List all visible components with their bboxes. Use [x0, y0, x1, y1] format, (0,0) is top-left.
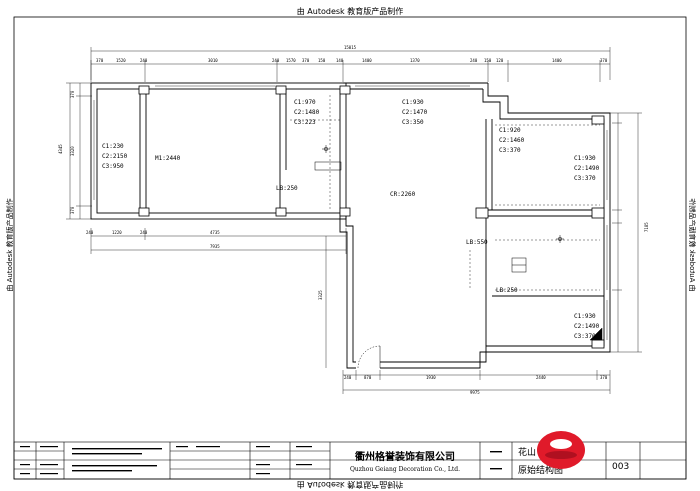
- dim-top-6: 1570: [286, 58, 296, 63]
- dim-top-12: 240: [470, 58, 478, 63]
- dim-left-v3: 370: [70, 206, 75, 214]
- dim-overall-bottom: 9975: [470, 390, 480, 395]
- dim-top-4: 3010: [208, 58, 218, 63]
- room-center-c2: C2:1470: [402, 109, 428, 116]
- dashed-lines: [290, 95, 600, 291]
- dim-bot-3: 1930: [426, 375, 436, 380]
- room-left-c3: C3:950: [102, 163, 124, 170]
- dim-top-7: 370: [302, 58, 310, 63]
- dim-top-14: 120: [496, 58, 504, 63]
- dim-top-10: 1400: [362, 58, 372, 63]
- dim-lb-3: 240: [140, 230, 148, 235]
- dim-side-3325: 3325: [318, 290, 323, 300]
- dim-left-height: 4345: [58, 144, 63, 154]
- dim-overall-top: 15015: [344, 45, 357, 50]
- dim-top-11: 1370: [410, 58, 420, 63]
- dim-lb-1: 240: [86, 230, 94, 235]
- dim-lb-2: 1220: [112, 230, 122, 235]
- dim-top-16: 370: [600, 58, 608, 63]
- room-labels: C1:230 C2:2150 C3:950 M1:2440 C1:970 C2:…: [102, 99, 600, 340]
- room-rb-c2: C2:1490: [574, 323, 600, 330]
- room-left-c1: C1:230: [102, 143, 124, 150]
- walls: [90, 82, 611, 369]
- dim-left-v2: 3320: [70, 146, 75, 156]
- logo-stamp: [537, 431, 585, 469]
- window-marks: [93, 85, 608, 340]
- room-rb-c3: C3:370: [574, 333, 596, 340]
- dimension-lines: [66, 47, 642, 394]
- label-lb-250: LB:250: [276, 185, 298, 192]
- dim-bot-1: 240: [344, 375, 352, 380]
- fixtures: [314, 145, 603, 369]
- dim-top-5: 240: [272, 58, 280, 63]
- dim-bot-2: 870: [364, 375, 372, 380]
- room-rtr-c3: C3:370: [574, 175, 596, 182]
- dim-top-13: 150: [484, 58, 492, 63]
- room-rtr-c1: C1:930: [574, 155, 596, 162]
- pillars: [138, 85, 605, 349]
- label-cr-2260: CR:2260: [390, 191, 416, 198]
- title-block-grid: [13, 441, 687, 480]
- room-mid-c1: C1:970: [294, 99, 316, 106]
- title-block-fine-print: [20, 446, 502, 475]
- company-name-en: Quzhou Geiang Decoration Co., Ltd.: [350, 466, 460, 473]
- sheet-number: 003: [612, 462, 629, 472]
- dim-top-2: 1520: [116, 58, 126, 63]
- dim-upper-left-width: 7935: [210, 244, 220, 249]
- dim-top-1: 370: [96, 58, 104, 63]
- company-name-cn: 衢州格誉装饰有限公司: [355, 450, 455, 463]
- dim-bot-4: 2440: [536, 375, 546, 380]
- dimension-texts: 15015 370 1520 240 3010 240 1570 370 150…: [58, 45, 649, 395]
- room-m1: M1:2440: [155, 155, 181, 162]
- dim-top-8: 150: [318, 58, 326, 63]
- room-rtl-c1: C1:920: [499, 127, 521, 134]
- dim-bot-5: 370: [600, 375, 608, 380]
- dim-right-height: 7185: [644, 222, 649, 232]
- dim-top-3: 240: [140, 58, 148, 63]
- room-rtl-c3: C3:370: [499, 147, 521, 154]
- room-left-c2: C2:2150: [102, 153, 128, 160]
- label-lb-250b: LB:250: [496, 287, 518, 294]
- label-lb-550: LB:550: [466, 239, 488, 246]
- dim-top-15: 1400: [552, 58, 562, 63]
- room-rb-c1: C1:930: [574, 313, 596, 320]
- room-mid-c3: C3:223: [294, 119, 316, 126]
- dim-top-9: 140: [336, 58, 344, 63]
- room-center-c1: C1:930: [402, 99, 424, 106]
- room-rtr-c2: C2:1490: [574, 165, 600, 172]
- room-center-c3: C3:350: [402, 119, 424, 126]
- room-rtl-c2: C2:1460: [499, 137, 525, 144]
- project-name: 花山: [518, 446, 536, 458]
- dim-left-v1: 370: [70, 90, 75, 98]
- room-mid-c2: C2:1480: [294, 109, 320, 116]
- dim-lb-4: 4735: [210, 230, 220, 235]
- watermark-top: 由 Autodesk 教育版产品制作: [296, 7, 404, 16]
